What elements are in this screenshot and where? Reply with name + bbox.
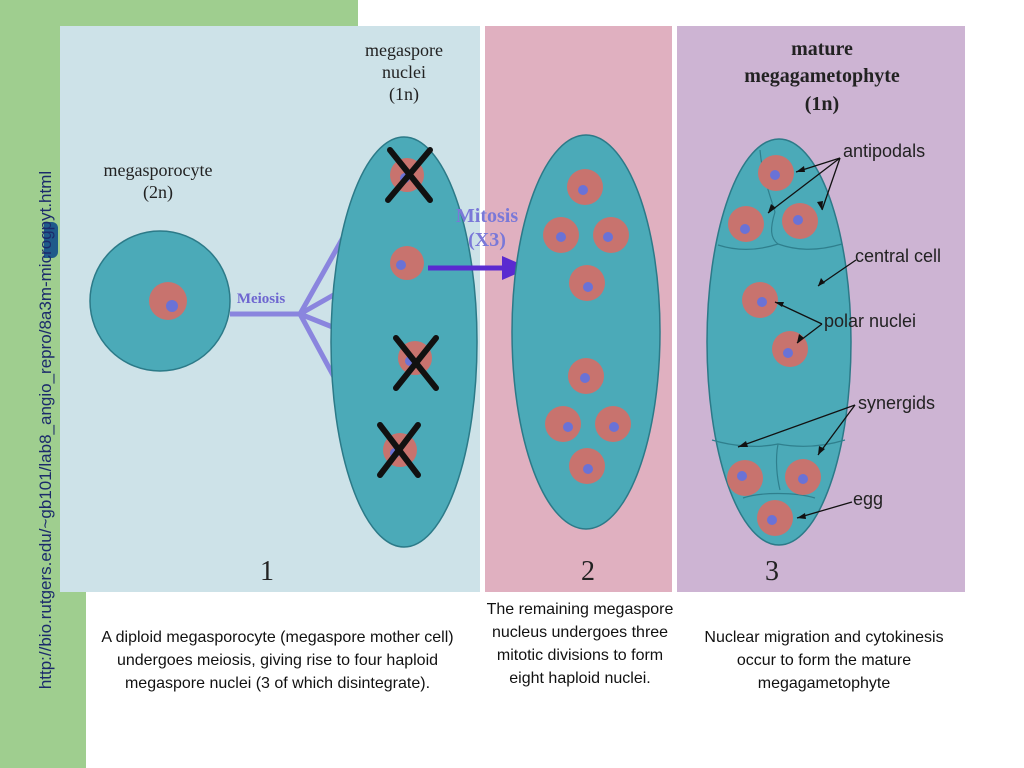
- synergid-1: [727, 460, 763, 496]
- caption-cytokinesis: Nuclear migration and cytokinesis occur …: [704, 629, 944, 692]
- panel-3-title-line-1: mature: [791, 38, 853, 60]
- nucleus-2-2: [543, 217, 579, 253]
- label-leader-lines: [737, 157, 857, 519]
- megasporocyte-ploidy-label: (2n): [143, 182, 173, 203]
- nuclei-label: nuclei: [382, 62, 426, 82]
- top-accent-bar: [86, 0, 358, 26]
- antipodal-3: [782, 203, 818, 239]
- nucleus-2-8: [569, 448, 605, 484]
- panel-3-title-line-3: (1n): [805, 93, 839, 115]
- panel-1-number: 1: [260, 556, 274, 587]
- mitosis-label: Mitosis: [456, 205, 518, 227]
- megasporocyte-cell: [89, 230, 231, 372]
- polar-nuclei-label: polar nuclei: [824, 311, 916, 331]
- meiosis-label: Meiosis: [237, 291, 285, 307]
- leader-arrowheads: [738, 166, 825, 519]
- mitosis-count-label: (X3): [468, 229, 506, 251]
- megaspore-label: megaspore: [365, 40, 443, 60]
- megaspore-cell: [330, 136, 478, 548]
- nucleus-2-6: [545, 406, 581, 442]
- egg-cell: [757, 500, 793, 536]
- panel-2-number: 2: [581, 556, 595, 587]
- slide-tab-marker: [44, 222, 58, 258]
- disintegration-cross-2: [393, 335, 439, 391]
- egg-label: egg: [853, 489, 883, 509]
- antipodal-1: [758, 155, 794, 191]
- antipodals-label: antipodals: [843, 141, 925, 161]
- nucleus-2-1: [567, 169, 603, 205]
- synergid-2: [785, 459, 821, 495]
- synergids-label: synergids: [858, 393, 935, 413]
- nucleus-2-4: [569, 265, 605, 301]
- caption-mitosis: The remaining megaspore nucleus undergoe…: [486, 601, 674, 687]
- panel-3-title-line-2: megagametophyte: [744, 65, 900, 87]
- disintegration-cross-3: [377, 422, 421, 478]
- polar-nucleus-2: [772, 331, 808, 367]
- nucleus-2-7: [595, 406, 631, 442]
- caption-meiosis: A diploid megasporocyte (megaspore mothe…: [101, 629, 454, 692]
- central-cell-label: central cell: [855, 246, 941, 266]
- polar-nucleus-1: [742, 282, 778, 318]
- panel-3-number: 3: [765, 556, 779, 587]
- nuclei-ploidy-label: (1n): [389, 84, 419, 105]
- disintegration-cross-1: [385, 147, 433, 203]
- megasporocyte-label: megasporocyte: [104, 160, 213, 180]
- antipodal-2: [728, 206, 764, 242]
- nucleus-2-3: [593, 217, 629, 253]
- nucleus-2-5: [568, 358, 604, 394]
- megaspore-nucleus-2: [390, 246, 424, 280]
